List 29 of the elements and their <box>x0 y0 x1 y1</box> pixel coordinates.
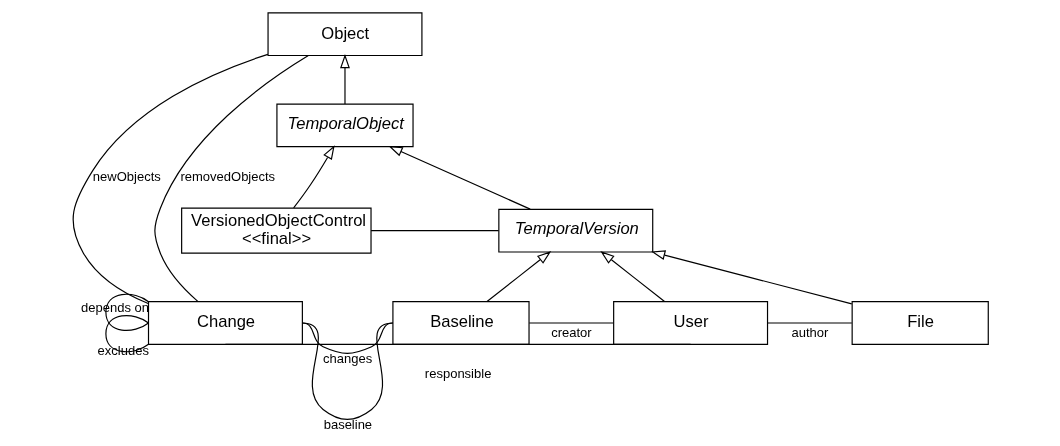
connector <box>301 322 393 354</box>
connector <box>72 53 268 305</box>
edge-label: author <box>790 324 828 340</box>
connector <box>153 54 309 303</box>
connector <box>370 230 499 232</box>
edge-label: creator <box>550 324 592 340</box>
edge-label: removedObjects <box>179 168 275 184</box>
connector <box>301 322 393 420</box>
node-box: Baseline <box>391 301 530 345</box>
edge-label: responsible <box>424 366 491 382</box>
connector <box>766 322 852 324</box>
arrow <box>650 250 852 305</box>
arrow <box>599 251 665 302</box>
node-box: TemporalVersion <box>497 208 653 253</box>
node-box: VersionedObjectControl <<final>> <box>180 207 372 254</box>
node-box: User <box>612 301 768 345</box>
connector <box>528 322 614 324</box>
arrow <box>387 145 531 210</box>
edge-label: newObjects <box>92 168 161 184</box>
arrow <box>485 251 551 302</box>
node-box: Change <box>147 301 303 345</box>
node-box: TemporalObject <box>275 103 414 148</box>
node-box: File <box>851 301 989 345</box>
arrow <box>292 145 335 209</box>
arrow <box>339 54 350 105</box>
edge-label: changes <box>322 351 372 367</box>
connector <box>224 343 691 345</box>
edge-label: baseline <box>323 417 372 433</box>
node-box: Object <box>266 12 422 57</box>
